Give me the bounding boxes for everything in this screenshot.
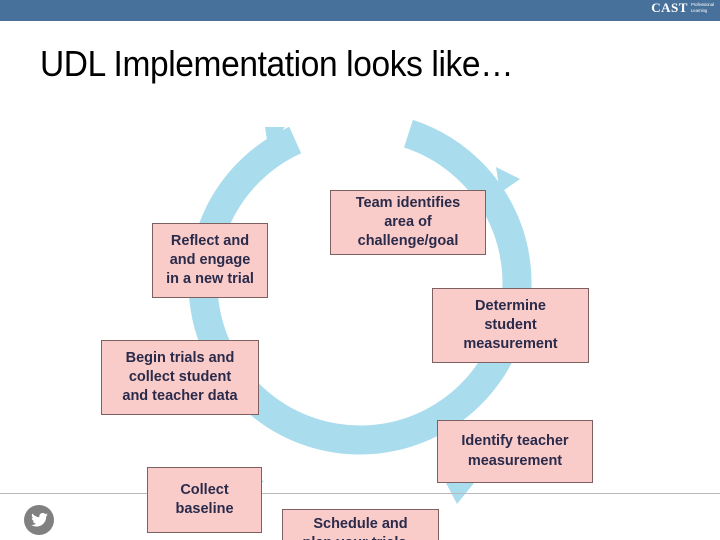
brand-tagline-line2: Learning (690, 8, 708, 14)
brand-tagline: Professional Learning (691, 1, 714, 14)
arrowhead-right (496, 167, 520, 193)
header-bar: CAST Professional Learning (0, 0, 720, 21)
step-label: Begin trials and collect student and tea… (122, 349, 238, 405)
step-label: Reflect and and engage in a new trial (166, 232, 254, 288)
cycle-arrow-graphic (188, 111, 532, 504)
step-label: Schedule and plan your trials – choose y… (302, 515, 418, 540)
footer-divider (0, 493, 720, 494)
brand-name: CAST (651, 0, 688, 16)
step-label: Collect baseline (175, 481, 234, 517)
step-identify-teacher-measurement[interactable]: Identify teacher measurement (437, 420, 593, 483)
step-label: Determine student measurement (463, 297, 558, 353)
step-reflect-and-engage[interactable]: Reflect and and engage in a new trial (152, 223, 268, 298)
twitter-icon[interactable] (24, 505, 54, 535)
cast-logo: CAST Professional Learning (651, 1, 714, 14)
cycle-diagram: Team identifies area of challenge/goal D… (0, 85, 720, 540)
step-collect-baseline[interactable]: Collect baseline (147, 467, 262, 533)
step-team-identifies[interactable]: Team identifies area of challenge/goal (330, 190, 486, 255)
step-label: Identify teacher measurement (461, 433, 569, 469)
page-title: UDL Implementation looks like… (40, 43, 514, 84)
step-begin-trials[interactable]: Begin trials and collect student and tea… (101, 340, 259, 415)
step-label: Team identifies area of challenge/goal (355, 194, 461, 250)
step-determine-student-measurement[interactable]: Determine student measurement (432, 288, 589, 363)
arrowhead-top-left (265, 127, 285, 147)
step-schedule-and-plan-trials[interactable]: Schedule and plan your trials – choose y… (282, 509, 439, 540)
brand-tagline-line1: Professional (690, 2, 714, 7)
